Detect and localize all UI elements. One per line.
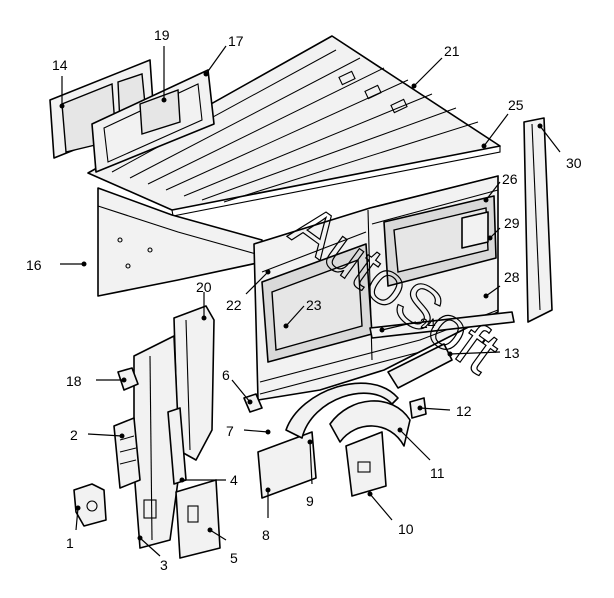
callout-11: 11 [430,465,445,481]
mud-flap-10 [345,431,387,497]
wheel-arch-9 [285,382,399,439]
callout-1: 1 [66,535,74,551]
rear-pillar-strip [523,117,553,323]
callout-21: 21 [444,43,460,59]
callout-24: 24 [420,315,436,331]
callout-5: 5 [230,550,238,566]
callout-20: 20 [196,279,212,295]
sill-strip [369,311,515,339]
callout-labels: 1 2 3 4 5 7 6 8 9 10 11 12 13 14 16 17 1… [26,27,582,573]
callout-22: 22 [226,297,242,313]
callout-2: 2 [70,427,78,443]
front-side-window [261,231,373,363]
inner-pillar-3 [133,335,181,549]
callout-8: 8 [262,527,270,543]
callout-26: 26 [502,171,518,187]
arch-liner-11 [329,400,411,447]
callout-14: 14 [52,57,68,73]
leader-lines [59,45,561,557]
callout-17: 17 [228,33,244,49]
bracket-13 [387,343,453,389]
callout-3: 3 [160,557,168,573]
callout-29: 29 [504,215,520,231]
callout-12: 12 [456,403,472,419]
clip-18 [117,367,139,391]
plate-5 [175,479,221,559]
callout-23: 23 [306,297,322,313]
callout-19: 19 [154,27,170,43]
bracket-1 [73,483,107,527]
callout-9: 9 [306,493,314,509]
callout-25: 25 [508,97,524,113]
small-glass-19 [139,89,181,135]
callout-18: 18 [66,373,82,389]
callout-10: 10 [398,521,414,537]
callout-4: 4 [230,472,238,488]
rear-side-window [383,195,497,287]
callout-7: 7 [226,423,234,439]
roof-panel [87,35,501,217]
callout-28: 28 [504,269,520,285]
callout-13: 13 [504,345,520,361]
callout-30: 30 [566,155,582,171]
block-6 [243,393,263,413]
arch-panel-8 [257,431,317,499]
callout-16: 16 [26,257,42,273]
callout-6: 6 [222,367,230,383]
